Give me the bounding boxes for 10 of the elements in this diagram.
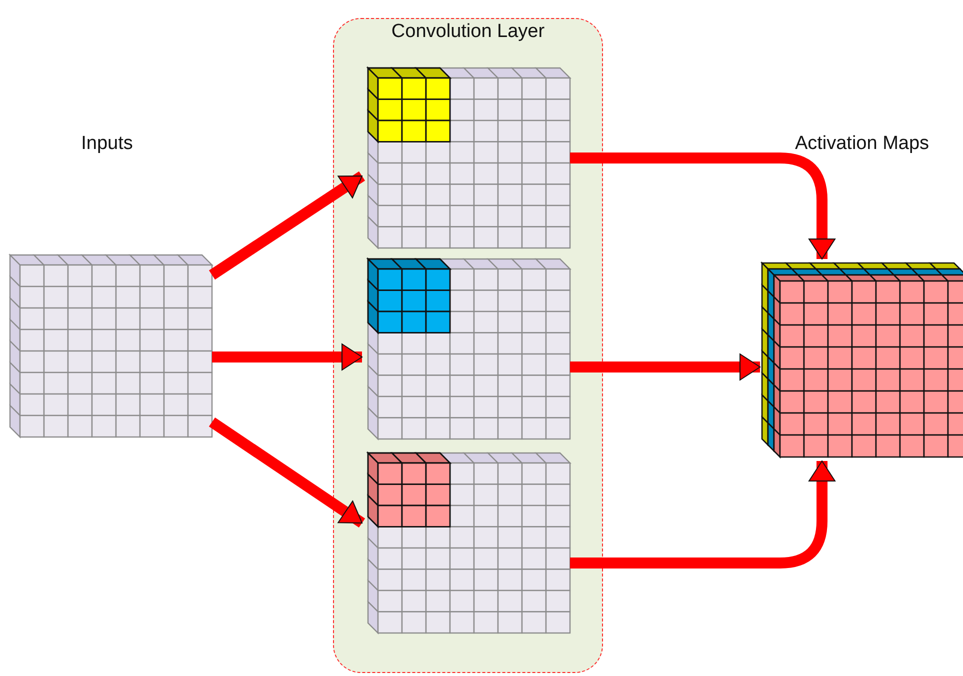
arrow — [212, 344, 362, 370]
arrow — [208, 171, 366, 280]
arrow — [570, 152, 836, 260]
arrow — [208, 417, 366, 528]
layer-panel — [333, 18, 603, 673]
arrow — [570, 460, 836, 568]
heading: Activation Maps — [794, 133, 930, 155]
arrow — [570, 354, 760, 380]
heading: Inputs — [81, 133, 133, 155]
heading: Convolution Layer — [391, 21, 545, 43]
